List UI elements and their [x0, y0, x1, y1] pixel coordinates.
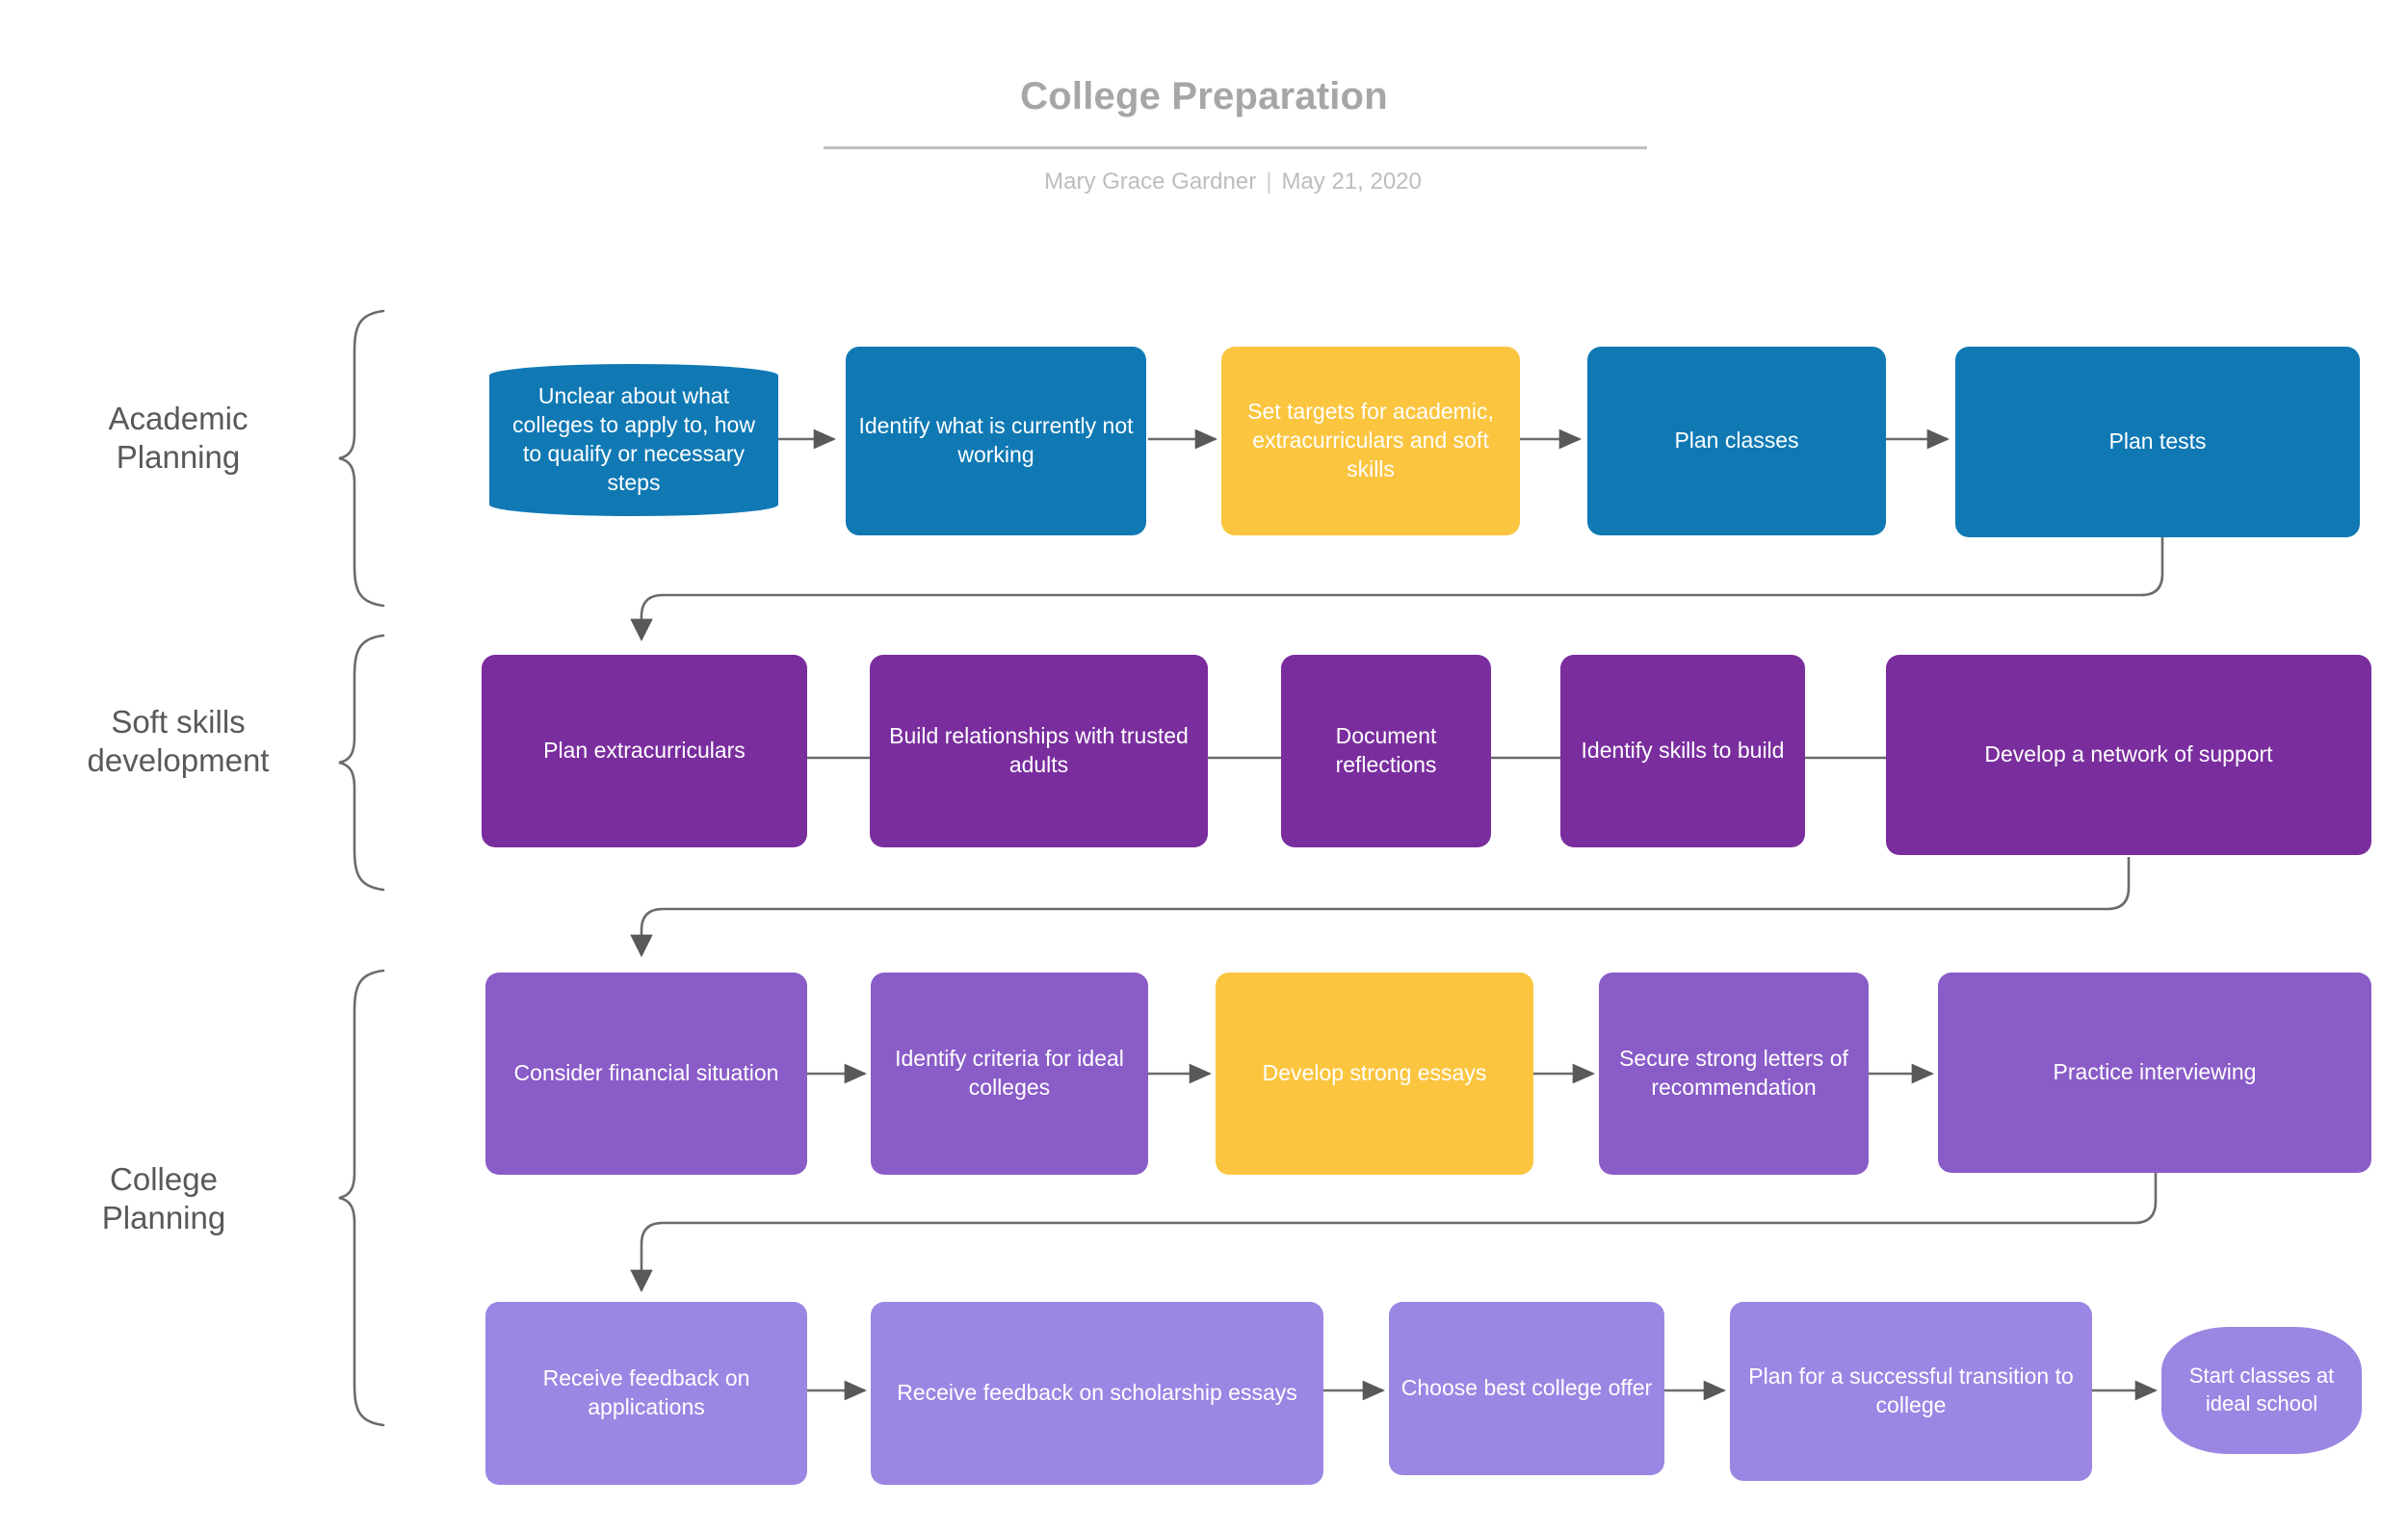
node-develop-network-of-support[interactable]: Develop a network of support — [1886, 655, 2371, 855]
lane-label-academic-planning: Academic Planning — [108, 401, 249, 476]
node-identify-skills-to-build[interactable]: Identify skills to build — [1560, 655, 1805, 847]
node-plan-successful-transition[interactable]: Plan for a successful transition to coll… — [1730, 1302, 2092, 1481]
node-start-classes-ideal-school[interactable]: Start classes at ideal school — [2161, 1327, 2362, 1454]
node-receive-feedback-applications[interactable]: Receive feedback on applications — [485, 1302, 807, 1485]
node-unclear-about-colleges[interactable]: Unclear about what colleges to apply to,… — [489, 364, 778, 516]
edge-n15-n16-wrap — [630, 1167, 2158, 1293]
brace-college-planning — [338, 969, 385, 1427]
byline: Mary Grace Gardner | May 21, 2020 — [819, 169, 1647, 195]
node-choose-best-college-offer[interactable]: Choose best college offer — [1389, 1302, 1664, 1475]
brace-soft-skills — [338, 634, 385, 892]
node-practice-interviewing[interactable]: Practice interviewing — [1938, 973, 2371, 1173]
node-document-reflections[interactable]: Document reflections — [1281, 655, 1491, 847]
lane-label-soft-skills-development: Soft skills development — [87, 704, 270, 779]
byline-author: Mary Grace Gardner — [1044, 169, 1257, 195]
edge-n10-n11-wrap — [630, 857, 2131, 958]
node-plan-tests[interactable]: Plan tests — [1955, 347, 2360, 537]
node-develop-strong-essays[interactable]: Develop strong essays — [1216, 973, 1533, 1175]
lane-label-college-planning: College Planning — [101, 1161, 226, 1236]
node-plan-extracurriculars[interactable]: Plan extracurriculars — [482, 655, 807, 847]
node-build-relationships[interactable]: Build relationships with trusted adults — [870, 655, 1208, 847]
node-set-targets[interactable]: Set targets for academic, extracurricula… — [1221, 347, 1520, 535]
node-identify-criteria-ideal-colleges[interactable]: Identify criteria for ideal colleges — [871, 973, 1148, 1175]
page-title: College Preparation — [1020, 75, 1388, 117]
byline-separator: | — [1266, 169, 1272, 195]
node-secure-letters-of-recommendation[interactable]: Secure strong letters of recommendation — [1599, 973, 1869, 1175]
node-plan-classes[interactable]: Plan classes — [1587, 347, 1886, 535]
node-consider-financial-situation[interactable]: Consider financial situation — [485, 973, 807, 1175]
node-identify-what-is-not-working[interactable]: Identify what is currently not working — [846, 347, 1146, 535]
node-receive-feedback-scholarship-essays[interactable]: Receive feedback on scholarship essays — [871, 1302, 1323, 1485]
byline-date: May 21, 2020 — [1281, 169, 1422, 195]
brace-academic-planning — [338, 309, 385, 608]
edge-n5-n6-wrap — [630, 537, 2164, 642]
title-divider — [824, 146, 1647, 149]
